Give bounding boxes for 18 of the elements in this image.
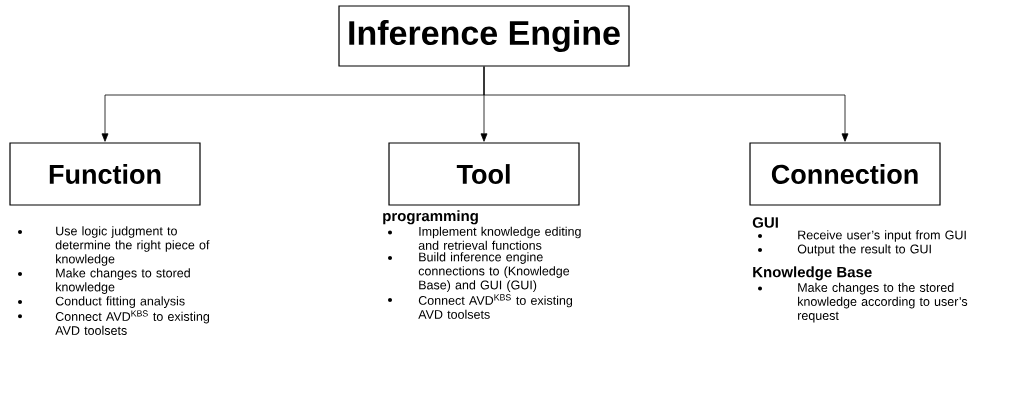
bullet-item: Conduct fitting analysis (18, 296, 185, 308)
bullet-item: Make changes to the stored knowledge according to user’s request (758, 282, 968, 323)
bullet-item: Connect AVD$^{KBS}$ to existing AVD toolsets (18, 310, 210, 335)
bullet-item: Use logic judgment to determine the right piece of knowledge (18, 226, 210, 266)
arrow (483, 66, 849, 142)
category-box: Connection (749, 142, 941, 206)
bullet-item: Connect AVD$^{KBS}$ to existing AVD toolsets (388, 294, 573, 319)
list-heading: programming (383, 210, 478, 225)
title-box: Inference Engine (338, 5, 630, 67)
bullet-item: Build inference engine connections to (Knowledge Base) and GUI (GUI) (388, 252, 570, 292)
bullet-item: Make changes to stored knowledge (18, 268, 190, 294)
list-heading: GUI (752, 217, 778, 228)
bullet-item: Output the result to GUI (758, 244, 931, 256)
list-heading: Knowledge Base (753, 266, 872, 281)
bullet-item: Receive user’s input from GUI (758, 230, 966, 242)
bullet-item: Implement knowledge editing and retrieval functions (388, 226, 581, 250)
category-box: Function (9, 142, 201, 206)
category-box: Tool (388, 142, 580, 206)
